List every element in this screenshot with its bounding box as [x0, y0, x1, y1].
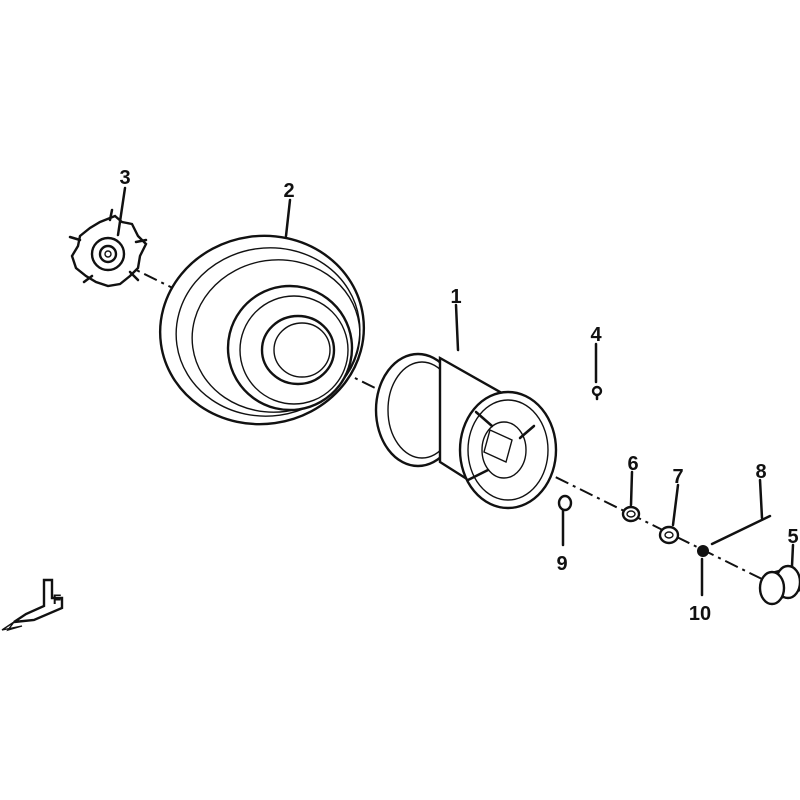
valve-cap — [557, 494, 573, 512]
callout-6: 6 — [627, 453, 638, 475]
wheel-hub — [68, 208, 148, 288]
callout-5: 5 — [787, 526, 798, 548]
hub-cap — [758, 564, 800, 606]
castle-nut — [697, 545, 709, 557]
leader-lines — [116, 186, 795, 597]
callout-labels: 1 2 3 4 5 6 7 8 9 10 — [119, 167, 798, 625]
callout-9: 9 — [556, 553, 567, 575]
wheel-rim — [374, 352, 558, 510]
callout-3: 3 — [119, 167, 130, 189]
callout-10: 10 — [689, 603, 711, 625]
callout-7: 7 — [672, 466, 683, 488]
front-letter: F — [53, 591, 62, 607]
callout-4: 4 — [590, 324, 602, 346]
callout-1: 1 — [450, 286, 461, 308]
callout-8: 8 — [755, 461, 766, 483]
callout-2: 2 — [283, 180, 294, 202]
front-direction-arrow-icon: F — [1, 578, 64, 632]
tire — [158, 234, 366, 426]
valve-bolt — [591, 385, 603, 401]
washer-large — [658, 525, 680, 545]
washer-small — [621, 505, 641, 523]
cotter-pin — [710, 514, 772, 546]
